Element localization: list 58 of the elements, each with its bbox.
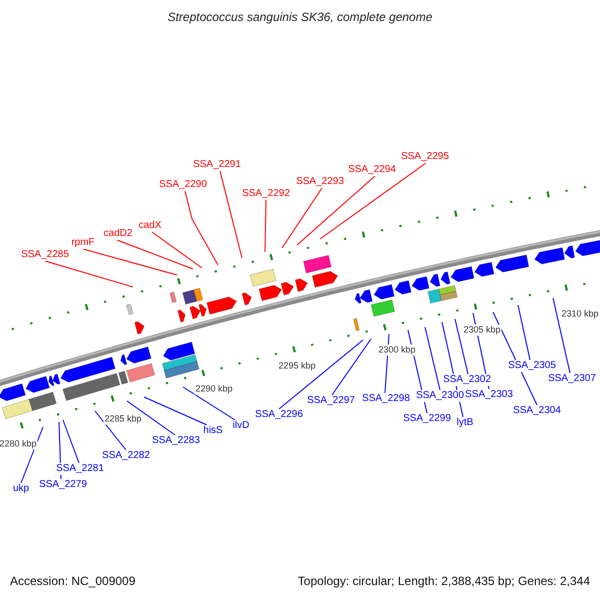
map-title: Streptococcus sanguinis SK36, complete genome [166, 10, 434, 24]
gene-label: SSA_2298 [361, 393, 411, 405]
leader-line [278, 340, 364, 410]
gene-label: cadX [138, 220, 162, 232]
footer-text: Topology: circular; Length: 2,388,435 bp; Genes: 2,344 [296, 574, 591, 588]
leader-line [94, 410, 126, 450]
gene-label: SSA_2283 [151, 435, 201, 447]
gene-label: SSA_2305 [507, 360, 557, 372]
leader-line [518, 304, 530, 360]
leader-line [82, 248, 178, 276]
gene-label: SSA_2282 [101, 450, 151, 462]
gene-label: ukp [12, 483, 30, 495]
gene-label: SSA_2293 [295, 176, 345, 188]
gene-label: SSA_2299 [402, 413, 452, 425]
gene-label: SSA_2292 [241, 188, 291, 200]
gene-label: SSA_2294 [347, 164, 397, 176]
scale-label: 2305 kbp [462, 324, 502, 336]
gene-label: SSA_2290 [158, 179, 208, 191]
gene-label: SSA_2297 [306, 395, 356, 407]
gene-label: SSA_2304 [512, 405, 562, 417]
scale-label: 2285 kbp [103, 414, 143, 424]
leader-line [152, 232, 202, 268]
leader-line [332, 338, 372, 396]
leader-line [296, 176, 376, 246]
leader-line [116, 240, 194, 270]
gene-label: SSA_2307 [547, 373, 597, 385]
scale-label: 2290 kbp [194, 384, 234, 394]
leader-line [320, 162, 426, 240]
leader-line [454, 318, 468, 374]
leader-line [424, 326, 440, 390]
scale-label: 2300 kbp [377, 344, 417, 356]
gene-label: SSA_2295 [400, 151, 450, 163]
leader-line [184, 190, 218, 266]
leader-line [264, 200, 266, 252]
gene-label: cadD2 [102, 228, 134, 240]
leader-line [62, 420, 80, 464]
gene-label: SSA_2302 [442, 374, 492, 386]
leader-line [144, 396, 208, 426]
gene-label: SSA_2291 [192, 159, 242, 171]
leader-line [20, 426, 44, 484]
gene-label: SSA_2296 [254, 409, 304, 421]
leader-line [126, 400, 176, 436]
gene-label: SSA_2279 [38, 479, 88, 491]
leader-line [182, 386, 236, 420]
gene-label: SSA_2303 [464, 389, 514, 401]
gene-label: SSA_2300 [415, 390, 465, 402]
leader-line [282, 188, 322, 248]
gene-label: SSA_2281 [55, 463, 105, 475]
scale-label: 2280 kbp [0, 438, 38, 450]
leader-line [552, 298, 570, 374]
footer-text: Accession: NC_009009 [9, 574, 136, 588]
leader-line [220, 170, 242, 258]
leader-line [44, 260, 134, 288]
scale-label: 2295 kbp [277, 360, 317, 372]
gene-label: lytB [456, 417, 474, 429]
gene-label: rpmF [70, 237, 96, 249]
scale-label: 2310 kbp [560, 308, 600, 320]
gene-label: SSA_2285 [20, 249, 70, 261]
